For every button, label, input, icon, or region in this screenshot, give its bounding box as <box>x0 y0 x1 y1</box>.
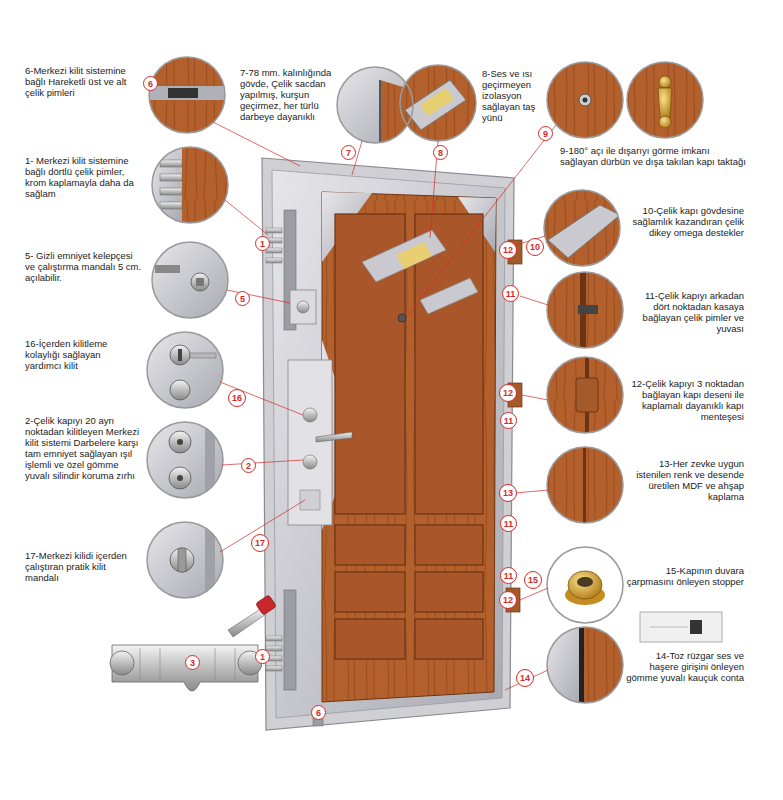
callout-number: 10 <box>526 238 544 256</box>
callout-text: 8-Ses ve ısı geçirmeyen izolasyon sağlay… <box>482 68 546 123</box>
callout-number: 1 <box>255 649 270 664</box>
callout-number: 6 <box>311 705 326 720</box>
number-text: 9 <box>543 129 548 139</box>
callout-number: 1 <box>255 236 270 251</box>
number-text: 15 <box>528 575 538 585</box>
callout-text: 1- Merkezi kilit sistemine bağlı dörtlü … <box>25 155 145 199</box>
number-text: 11 <box>504 416 514 426</box>
callout-text: 5- Gizli emniyet kelepçesi ve çalıştırma… <box>25 250 145 283</box>
number-text: 3 <box>190 658 195 668</box>
number-text: 12 <box>503 595 513 605</box>
number-text: 1 <box>260 652 265 662</box>
callout-number: 13 <box>499 484 517 502</box>
number-text: 11 <box>504 519 514 529</box>
callout-number: 8 <box>433 145 448 160</box>
number-text: 13 <box>503 488 513 498</box>
number-text: 8 <box>438 148 443 158</box>
callout-text: 7-78 mm. kalınlığında gövde, Çelik sacda… <box>240 67 332 122</box>
callout-text: 15-Kapının duvara çarpmasını önleyen sto… <box>626 565 744 587</box>
callout-number: 3 <box>185 655 200 670</box>
number-text: 11 <box>504 571 514 581</box>
callout-number: 11 <box>502 285 519 302</box>
number-text: 16 <box>232 393 242 403</box>
callout-text: 14-Toz rüzgar ses ve haşere girişini önl… <box>626 650 744 683</box>
callout-text: 2-Çelik kapıyı 20 ayrı noktadan kilitley… <box>25 415 143 481</box>
number-text: 11 <box>506 289 516 299</box>
callout-text: 17-Merkezi kilidi içerden çalıştıran pra… <box>25 550 140 583</box>
callout-text: 12-Çelik kapıyı 3 noktadan bağlayan kapı… <box>626 378 744 422</box>
callout-number: 12 <box>499 241 517 259</box>
callout-number: 16 <box>228 389 246 407</box>
number-text: 1 <box>260 239 265 249</box>
callout-number: 14 <box>516 669 534 687</box>
number-text: 6 <box>148 79 153 89</box>
callout-text: 9-180° açı ile dışarıyı görme imkanı sağ… <box>560 145 750 167</box>
number-text: 10 <box>530 242 540 252</box>
callout-text: 13-Her zevke uygun istenilen renk ve des… <box>626 458 744 502</box>
callout-number: 6 <box>143 76 158 91</box>
callout-number: 15 <box>524 571 542 589</box>
callout-number: 2 <box>241 458 256 473</box>
number-text: 5 <box>240 294 245 304</box>
callout-number: 12 <box>499 384 517 402</box>
number-text: 12 <box>503 388 513 398</box>
number-text: 17 <box>255 538 265 548</box>
number-text: 7 <box>346 148 351 158</box>
number-text: 6 <box>316 708 321 718</box>
callout-number: 11 <box>500 412 517 429</box>
callout-text: 6-Merkezi kilit sistemine bağlı Hareketl… <box>25 65 143 98</box>
number-text: 14 <box>520 673 530 683</box>
callout-number: 11 <box>500 567 517 584</box>
number-text: 2 <box>246 461 251 471</box>
callout-text: 10-Çelik kapı gövdesine sağlamlık kazand… <box>626 205 744 238</box>
callout-number: 17 <box>251 534 269 552</box>
callout-text: 11-Çelik kapıyı arkadan dört noktadan ka… <box>626 290 744 334</box>
callout-number: 11 <box>500 515 517 532</box>
callout-number: 5 <box>235 291 250 306</box>
callout-number: 7 <box>341 145 356 160</box>
callout-number: 12 <box>499 591 517 609</box>
callout-text: 16-İçerden kilitleme kolaylığı sağlayan … <box>25 338 137 371</box>
callout-number: 9 <box>538 126 553 141</box>
number-text: 12 <box>503 245 513 255</box>
